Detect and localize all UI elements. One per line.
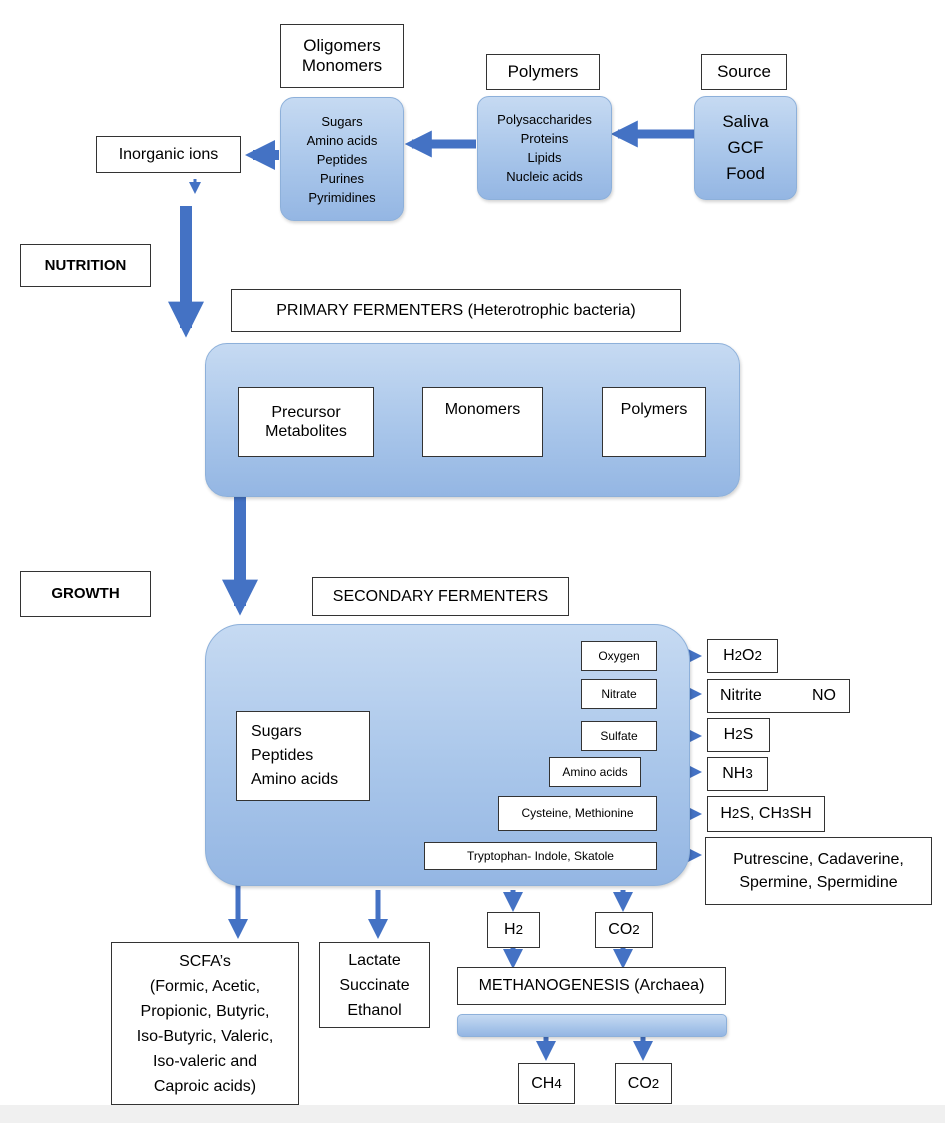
primary-polymers-box: Polymers: [602, 387, 706, 457]
polymers-box: Polysaccharides Proteins Lipids Nucleic …: [477, 96, 612, 200]
polymers-label: Polymers: [486, 54, 600, 90]
output-nitrite-no: Nitrite NO: [707, 679, 850, 713]
primary-fermenters-title: PRIMARY FERMENTERS (Heterotrophic bacter…: [231, 289, 681, 332]
source-box: Saliva GCF Food: [694, 96, 797, 200]
methanogenesis-box: METHANOGENESIS (Archaea): [457, 967, 726, 1005]
acceptor-tryptophan: Tryptophan- Indole, Skatole: [424, 842, 657, 870]
precursor-metabolites-box: Precursor Metabolites: [238, 387, 374, 457]
lactate-box: Lactate Succinate Ethanol: [319, 942, 430, 1028]
acceptor-nitrate: Nitrate: [581, 679, 657, 709]
acceptor-cysteine-methionine: Cysteine, Methionine: [498, 796, 657, 831]
acceptor-oxygen: Oxygen: [581, 641, 657, 671]
oligomers-monomers-label: Oligomers Monomers: [280, 24, 404, 88]
secondary-fermenters-title: SECONDARY FERMENTERS: [312, 577, 569, 616]
acceptor-sulfate: Sulfate: [581, 721, 657, 751]
nutrition-label: NUTRITION: [20, 244, 151, 287]
scfa-box: SCFA’s (Formic, Acetic, Propionic, Butyr…: [111, 942, 299, 1105]
primary-monomers-box: Monomers: [422, 387, 543, 457]
bottom-strip: [0, 1105, 945, 1123]
output-polyamines: Putrescine, Cadaverine, Spermine, Spermi…: [705, 837, 932, 905]
growth-label: GROWTH: [20, 571, 151, 617]
inorganic-ions-box: Inorganic ions: [96, 136, 241, 173]
acceptor-amino-acids: Amino acids: [549, 757, 641, 787]
source-label: Source: [701, 54, 787, 90]
oligomers-box: Sugars Amino acids Peptides Purines Pyri…: [280, 97, 404, 221]
substrates-box: Sugars Peptides Amino acids: [236, 711, 370, 801]
methanogenesis-bar: [457, 1014, 727, 1037]
no-label: NO: [812, 687, 836, 705]
